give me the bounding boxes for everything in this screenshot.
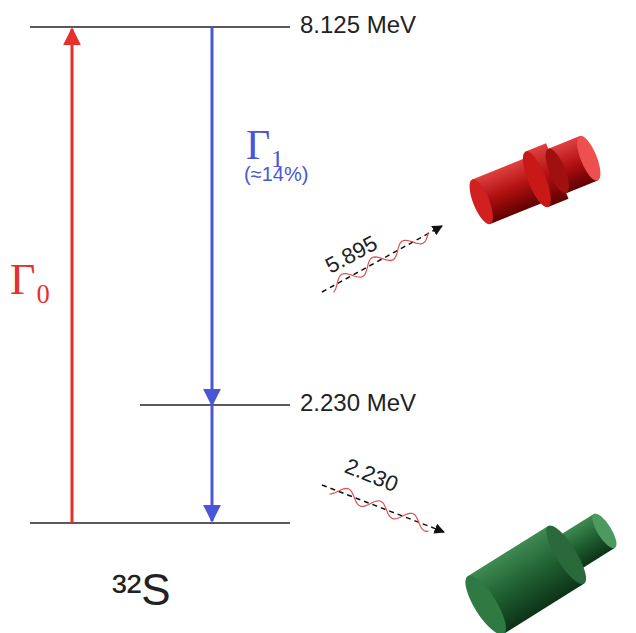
width-symbol: Γ₀ [10, 258, 51, 302]
branching-ratio: (≈14%) [244, 164, 308, 184]
decay-arrow [211, 27, 214, 405]
decay-arrow [211, 405, 214, 521]
level-line [30, 522, 290, 524]
photon-group [322, 226, 444, 532]
photon-arrow [322, 226, 442, 292]
photon-energy: 5.895 [322, 232, 381, 277]
level-energy: 8.125 MeV [300, 13, 416, 37]
width-symbol: Γ₁ [246, 124, 285, 166]
level-line [30, 26, 290, 28]
excitation-arrow [71, 29, 74, 523]
nucleus-name: ³²S [112, 568, 171, 612]
photon-wave [329, 488, 428, 531]
detector-red [463, 127, 608, 232]
level-energy: 2.230 MeV [300, 391, 416, 415]
level-line [140, 404, 290, 406]
detector-green [458, 498, 628, 633]
